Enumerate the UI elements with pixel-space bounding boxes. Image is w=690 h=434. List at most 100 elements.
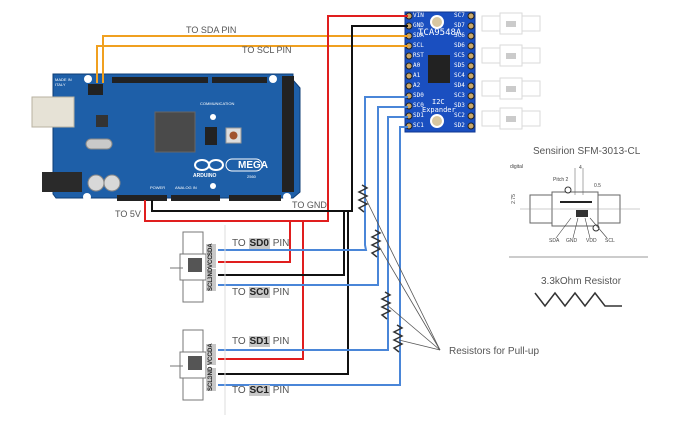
sensor-legend-drawing: [520, 168, 640, 239]
mux-pin-sd3: [467, 102, 475, 110]
wire-vcc-sensor1: [218, 221, 304, 360]
sensor-thumbnail: [481, 77, 541, 100]
sensor-1-pin-vcc: VCC: [206, 352, 216, 365]
resistor-4: [392, 324, 404, 353]
arduino-sub: 2560: [247, 174, 256, 179]
wire-vcc-sensor0: [218, 221, 291, 263]
wire-sda-main: [102, 35, 408, 83]
label-to-5v: TO 5V: [115, 209, 141, 219]
capacitor: [103, 174, 121, 192]
sensor-legend-title: Sensirion SFM-3013-CL: [533, 146, 641, 157]
resistor-2: [370, 229, 382, 258]
mux-pin-sd7: [467, 22, 475, 30]
usb-chip: [96, 115, 108, 127]
mux-pin-sd2: [467, 122, 475, 130]
label-to-sda-pin: TO SDA PIN: [186, 25, 237, 35]
sensor-thumbnail: [481, 12, 541, 35]
tca9548a-chip: [428, 55, 450, 83]
resistor-3: [380, 291, 392, 320]
mount-hole: [84, 75, 92, 83]
power-header: [117, 195, 167, 201]
analog-header-2: [229, 195, 281, 201]
mux-pin-label: SDA: [413, 32, 424, 39]
mux-pin-sc4: [467, 72, 475, 80]
wire-sd1: [218, 116, 408, 351]
arduino-logo-icon: [194, 159, 224, 171]
dim-0-5: 0.5: [594, 183, 601, 189]
arduino-mega-board: [31, 73, 301, 201]
resistor-note: Resistors for Pull-up: [449, 346, 540, 357]
arduino-header-power: POWER: [150, 185, 166, 190]
arduino-made-in: MADE IN ITALY: [55, 77, 72, 87]
sensor-legend-sub: digital: [510, 164, 524, 170]
icsp-header: [88, 84, 103, 95]
mux-pin-label: A2: [413, 82, 421, 89]
label-to-gnd: TO GND: [292, 200, 327, 210]
digital-header-top: [112, 77, 208, 83]
mux-pin-sc6: [467, 32, 475, 40]
wire-scl-main: [96, 45, 408, 83]
icsp-header-2: [205, 127, 217, 145]
label-to-sc0-pin: TO SC0 PIN: [232, 287, 290, 298]
label-to-sd0-pin: TO SD0 PIN: [232, 238, 290, 249]
wire-sc0: [218, 106, 408, 286]
mux-pin-sd6: [467, 42, 475, 50]
power-jack: [42, 172, 82, 192]
flow-sensor-0: [170, 231, 207, 303]
mux-caption-2: Expander: [422, 106, 456, 114]
mux-pin-sc7: [467, 12, 475, 20]
resistor-1: [357, 184, 369, 213]
mux-pin-label: SC6: [454, 32, 465, 39]
resistor-legend-title: 3.3kOhm Resistor: [541, 276, 622, 287]
mux-pin-label: VIN: [413, 12, 424, 19]
resistor-leader-lines: [363, 194, 441, 351]
dim-4: 4: [579, 165, 582, 171]
mux-pin-label: RST: [413, 52, 424, 59]
mux-pin-label: SC5: [454, 52, 465, 59]
mux-pin-label: A1: [413, 72, 421, 79]
mount-hole: [83, 193, 91, 201]
mux-caption-1: I2C: [432, 98, 445, 106]
wire-gnd-main: [151, 25, 408, 212]
digital-header-right: [282, 76, 294, 192]
sensor-thumbnail: [481, 44, 541, 67]
mount-hole: [269, 75, 277, 83]
sensor-1-pin-scl: SCL: [206, 379, 216, 391]
label-to-sd1-pin: TO SD1 PIN: [232, 336, 290, 347]
usb-connector: [31, 96, 75, 128]
label-to-scl-pin: TO SCL PIN: [242, 45, 292, 55]
mux-pin-label: SC1: [413, 122, 424, 129]
mount-hole: [430, 15, 444, 29]
arduino-header-communication: COMMUNICATION: [200, 101, 235, 106]
pullup-resistors: [357, 184, 404, 353]
tca9548a-board: [404, 11, 476, 133]
mux-pin-a2: [405, 82, 413, 90]
legend-pin-vdd: VDD: [586, 238, 597, 244]
legend-pin-scl: SCL: [605, 238, 615, 244]
wire-5v-main: [144, 15, 408, 222]
mux-pin-label: SD2: [454, 122, 465, 129]
atmega-mcu: [154, 111, 196, 153]
mux-pin-label: GND: [413, 22, 424, 29]
arduino-model: MEGA: [238, 160, 268, 171]
sensor-0-pin-vcc: VCC: [206, 255, 216, 268]
mux-pin-label: SD7: [454, 22, 465, 29]
sensor-thumbnails: [481, 12, 541, 130]
crystal: [85, 138, 113, 150]
sensor-0-pin-scl: SCL: [206, 279, 216, 291]
legend-pin-sda: SDA: [549, 238, 560, 244]
mux-pin-a1: [405, 72, 413, 80]
arduino-brand: ARDUINO: [193, 173, 217, 179]
mux-pin-label: SC7: [454, 12, 465, 19]
mux-pin-sd4: [467, 82, 475, 90]
mux-pin-rst: [405, 52, 413, 60]
label-to-sc1-pin: TO SC1 PIN: [232, 385, 290, 396]
mux-pin-sc5: [467, 52, 475, 60]
wire-sd0: [218, 96, 408, 251]
mux-pin-label: SD5: [454, 62, 465, 69]
mux-pin-sd5: [467, 62, 475, 70]
wire-gnd-sensor0: [218, 211, 345, 276]
mux-name: TCA9548A: [418, 28, 462, 38]
